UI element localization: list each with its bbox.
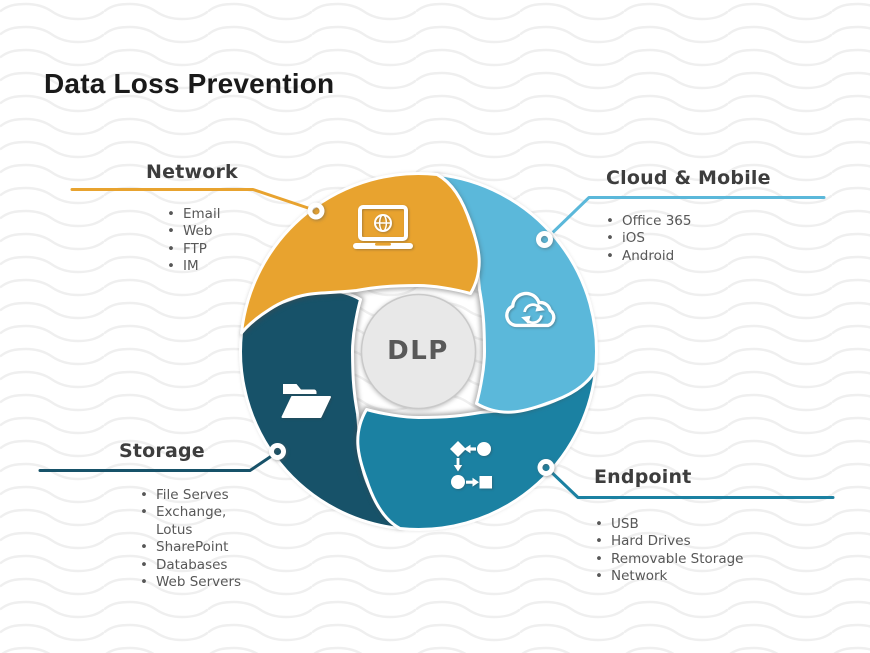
storage-callout-line [38, 451, 278, 472]
list-item: iOS [605, 230, 745, 248]
network-blade [240, 172, 481, 335]
list-item: Web Servers [139, 574, 245, 592]
storage-heading: Storage [119, 440, 205, 462]
list-item: Exchange, Lotus [139, 504, 245, 539]
callout-lines [38, 188, 835, 499]
list-item: Hard Drives [594, 533, 774, 551]
list-item: IM [166, 258, 266, 276]
network-connector-dot [307, 202, 325, 220]
list-item: Network [594, 568, 774, 586]
endpoint-list: USBHard DrivesRemovable StorageNetwork [594, 516, 774, 586]
list-item: Web [166, 223, 266, 241]
list-item: Removable Storage [594, 551, 774, 569]
list-item: SharePoint [139, 539, 245, 557]
list-item: Office 365 [605, 213, 745, 231]
cloud-mobile-list: Office 365iOSAndroid [605, 213, 745, 266]
page-title: Data Loss Prevention [44, 67, 335, 99]
flowchart-icon [450, 441, 492, 489]
storage-connector-dot [269, 443, 286, 461]
center-dlp-label: DLP [387, 336, 449, 366]
list-item: Databases [139, 557, 245, 575]
endpoint-heading: Endpoint [594, 466, 692, 488]
cloud-mobile-connector-dot [536, 231, 553, 248]
network-list: EmailWebFTPIM [166, 206, 266, 276]
endpoint-connector-dot [537, 459, 555, 476]
list-item: Email [166, 206, 266, 224]
connector-dots [269, 202, 555, 476]
endpoint-callout-line [545, 466, 835, 499]
list-item: USB [594, 516, 774, 534]
center-circle [360, 293, 477, 410]
laptop-globe-icon [353, 205, 413, 249]
list-item: FTP [166, 241, 266, 259]
list-item: File Serves [139, 487, 245, 505]
list-item: Android [605, 248, 745, 266]
network-callout-line [70, 188, 316, 212]
cloud-mobile-heading: Cloud & Mobile [606, 167, 771, 189]
network-heading: Network [146, 161, 238, 183]
storage-list: File ServesExchange, LotusSharePointData… [139, 487, 245, 592]
cloud-sync-icon [505, 291, 556, 328]
cloud-mobile-callout-line [544, 196, 826, 241]
folder-icon [281, 384, 331, 418]
